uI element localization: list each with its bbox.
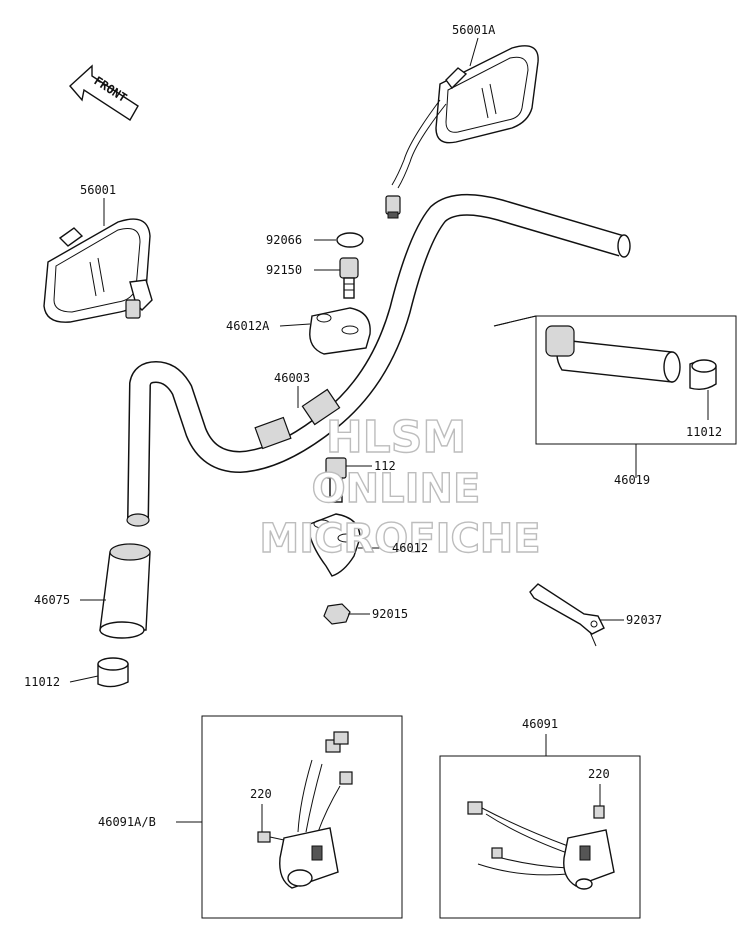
bolt	[339, 257, 359, 299]
right-mirror	[385, 45, 539, 219]
watermark-line1: HLSM	[326, 412, 466, 463]
callout-220-right: 220	[588, 767, 610, 781]
bracket	[529, 583, 605, 647]
callout-112: 112	[374, 459, 396, 473]
callout-11012-right: 11012	[686, 425, 722, 439]
callout-46075: 46075	[34, 593, 70, 607]
left-switch-box	[201, 715, 403, 919]
front-arrow-icon: FRONT	[69, 64, 139, 121]
grip-cap	[97, 657, 129, 688]
callout-labels: 56001A 56001 92066 92150 46012A 46003 11…	[24, 23, 722, 829]
callout-11012-left: 11012	[24, 675, 60, 689]
throttle-grip-box	[493, 315, 737, 445]
holder-bolt	[325, 457, 347, 503]
grip	[99, 543, 151, 639]
callout-46019: 46019	[614, 473, 650, 487]
callout-220-left: 220	[250, 787, 272, 801]
callout-56001: 56001	[80, 183, 116, 197]
callout-92150: 92150	[266, 263, 302, 277]
callout-46003: 46003	[274, 371, 310, 385]
right-switch-box	[439, 755, 641, 919]
callout-92037: 92037	[626, 613, 662, 627]
callout-46012: 46012	[392, 541, 428, 555]
handlebar	[126, 193, 631, 527]
callout-56001a: 56001A	[452, 23, 496, 37]
callout-92066: 92066	[266, 233, 302, 247]
leader-lines	[69, 37, 709, 832]
callout-92015: 92015	[372, 607, 408, 621]
cap	[336, 232, 364, 248]
callout-46012a: 46012A	[226, 319, 270, 333]
watermark: HLSM ONLINE MICROFICHE	[259, 411, 542, 562]
nut	[323, 603, 351, 625]
callout-46091ab: 46091A/B	[98, 815, 156, 829]
lower-holder	[309, 513, 361, 577]
upper-holder	[309, 307, 371, 355]
callout-46091: 46091	[522, 717, 558, 731]
watermark-line2: ONLINE	[312, 466, 481, 512]
left-mirror	[43, 218, 153, 323]
watermark-line3: MICROFICHE	[259, 516, 540, 562]
